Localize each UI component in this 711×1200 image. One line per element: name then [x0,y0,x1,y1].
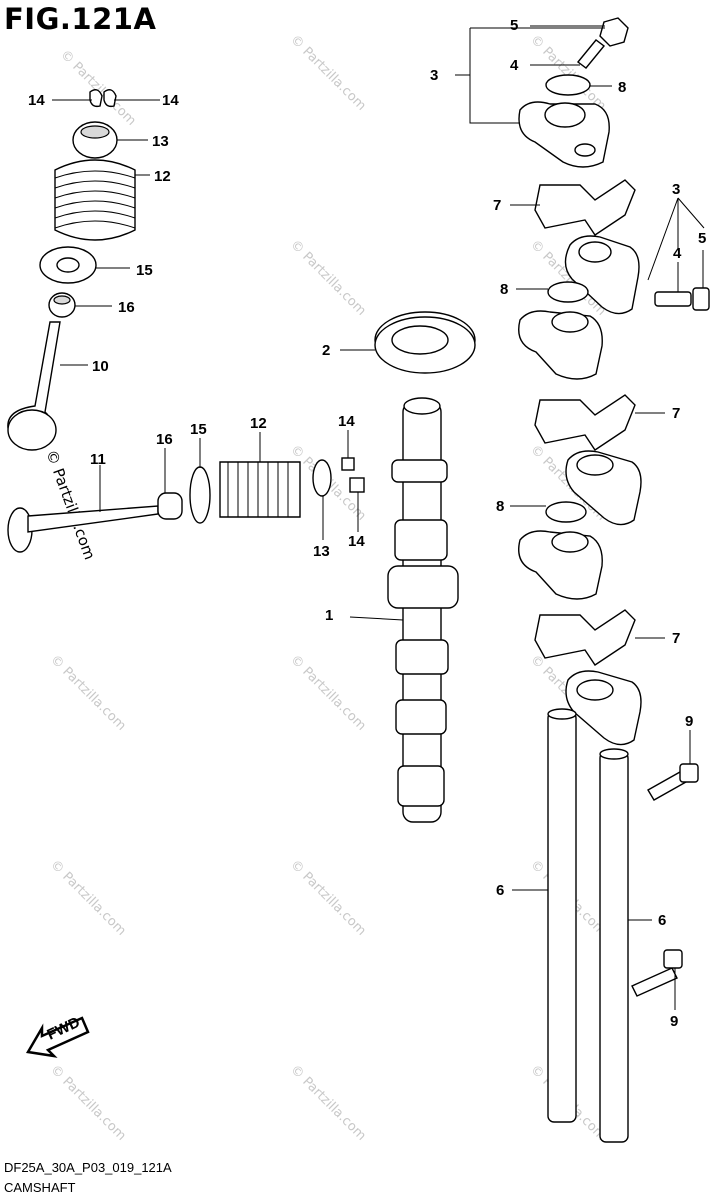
callout-9: 9 [670,1013,678,1030]
watermark: © Partzilla.com [47,857,129,939]
valve-spring-retainer-13 [72,121,118,159]
adjusting-screw-4-mid [654,291,692,307]
valve-keepers-14 [89,89,117,108]
adjusting-screw-4-top [576,39,606,69]
bolt-9-top [647,763,699,801]
callout-1: 1 [325,607,333,624]
rocker-arm-3-5 [518,530,603,600]
watermark: © Partzilla.com [287,32,369,114]
callout-8: 8 [500,281,508,298]
spring-seat-15-b [189,466,211,524]
callout-7: 7 [493,197,501,214]
callout-14: 14 [338,413,355,430]
lock-nut-5-mid [692,287,710,311]
callout-6: 6 [496,882,504,899]
callout-8: 8 [618,79,626,96]
valve-spring-12-b [219,461,301,518]
callout-10: 10 [92,358,109,375]
valve-spring-retainer-13-b [312,459,332,497]
rocker-holder-7-c [534,609,636,666]
figure-code: DF25A_30A_P03_019_121A [4,1160,172,1175]
callout-7: 7 [672,405,680,422]
washer-8-lower [545,501,587,523]
rocker-arm-3-lower [518,310,603,380]
callout-16: 16 [118,299,135,316]
callout-8: 8 [496,498,504,515]
rocker-arm-3-top [518,101,610,168]
fwd-arrow: FWD [25,1014,90,1058]
rocker-arm-3-mid [564,235,640,315]
rocker-shaft-6-left [547,708,577,1123]
callout-15: 15 [190,421,207,438]
camshaft-1 [387,397,459,823]
watermark: © Partzilla.com [57,47,139,129]
callout-16: 16 [156,431,173,448]
watermark: © Partzilla.com [287,1062,369,1144]
valve-keepers-14-b [341,457,365,493]
valve-stem-seal-16-b [157,492,183,520]
callout-7: 7 [672,630,680,647]
callout-3: 3 [430,67,438,84]
valve-spring-12 [54,159,136,241]
oil-seal-2 [374,311,476,374]
washer-8-mid [547,281,589,303]
watermark: © Partzilla.com [287,652,369,734]
callout-14: 14 [348,533,365,550]
callout-13: 13 [313,543,330,560]
callout-5: 5 [698,230,706,247]
rocker-holder-7-a [534,179,636,236]
callout-9: 9 [685,713,693,730]
figure-name: CAMSHAFT [4,1180,76,1195]
watermark: © Partzilla.com [47,652,129,734]
callout-14: 14 [28,92,45,109]
spring-seat-15 [39,246,97,284]
bolt-9-bottom [631,949,683,997]
callout-11: 11 [90,451,106,468]
lock-nut-5-top [599,17,629,47]
callout-5: 5 [510,17,518,34]
callout-2: 2 [322,342,330,359]
leader-lines [52,25,705,1010]
washer-8-top [545,74,591,96]
intake-valve-11 [7,505,159,553]
callout-13: 13 [152,133,169,150]
rocker-arm-3-4 [565,450,642,526]
callout-14: 14 [162,92,179,109]
exhaust-valve-10 [7,321,61,451]
watermark: © Partzilla.com [287,857,369,939]
rocker-holder-7-b [534,394,636,451]
callout-6: 6 [658,912,666,929]
watermark: © Partzilla.com [47,1062,129,1144]
rocker-shaft-6-right [599,748,629,1143]
callout-4: 4 [673,245,682,262]
watermark: © Partzilla.com [287,237,369,319]
callout-labels: 1 2 3 3 4 4 5 5 6 6 7 7 7 8 8 8 9 9 10 1… [28,17,706,1030]
callout-4: 4 [510,57,519,74]
callout-15: 15 [136,262,153,279]
callout-12: 12 [250,415,267,432]
figure-title: FIG.121A [4,2,157,36]
valve-stem-seal-16 [48,292,76,318]
callout-12: 12 [154,168,171,185]
rocker-arm-3-6 [565,670,642,746]
callout-3: 3 [672,181,680,198]
